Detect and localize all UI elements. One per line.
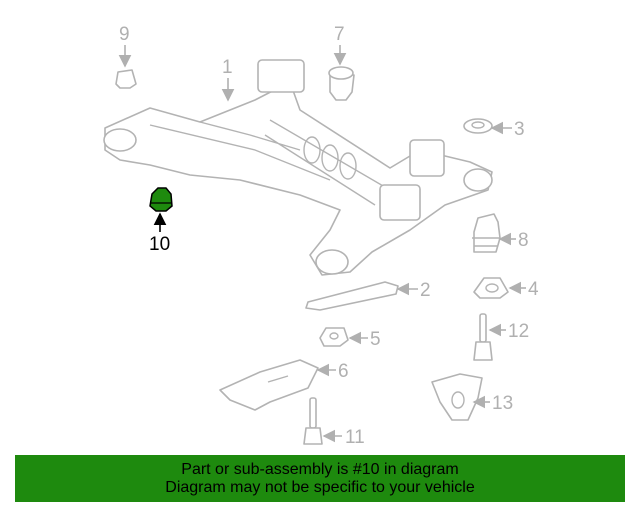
washer-part[interactable]: [463, 118, 493, 134]
callout-7: 7: [334, 24, 345, 45]
banner-line-1: Part or sub-assembly is #10 in diagram: [181, 461, 459, 478]
cap-part[interactable]: [115, 69, 137, 89]
callout-12: 12: [508, 321, 529, 342]
callout-8: 8: [518, 230, 529, 251]
mount-bracket-part[interactable]: [431, 373, 483, 421]
highlighted-cap-part[interactable]: [149, 187, 173, 212]
callout-6: 6: [338, 361, 349, 382]
callout-3: 3: [514, 119, 525, 140]
info-banner: Part or sub-assembly is #10 in diagram D…: [15, 455, 625, 502]
mount-part[interactable]: [473, 277, 509, 299]
parts-diagram: 1 2 3 4 5 6 7 8 9 10 11 12 13: [103, 24, 539, 448]
callout-13: 13: [492, 393, 513, 414]
bracket-part[interactable]: [319, 327, 349, 347]
bushing-stud-part[interactable]: [328, 66, 355, 101]
crossmember-part[interactable]: [103, 59, 493, 276]
stud-bolt-part-11[interactable]: [303, 397, 323, 445]
callout-4: 4: [528, 279, 539, 300]
callout-5: 5: [370, 329, 381, 350]
lower-arm-part[interactable]: [305, 281, 399, 311]
bushing-part[interactable]: [472, 213, 501, 253]
callout-11: 11: [345, 427, 365, 448]
callout-1: 1: [222, 57, 233, 78]
callout-10: 10: [149, 234, 170, 255]
callout-2: 2: [420, 280, 431, 301]
plate-part[interactable]: [219, 359, 319, 411]
stud-bolt-part-12[interactable]: [473, 313, 493, 361]
banner-line-2: Diagram may not be specific to your vehi…: [165, 479, 475, 496]
callout-9: 9: [119, 24, 130, 45]
